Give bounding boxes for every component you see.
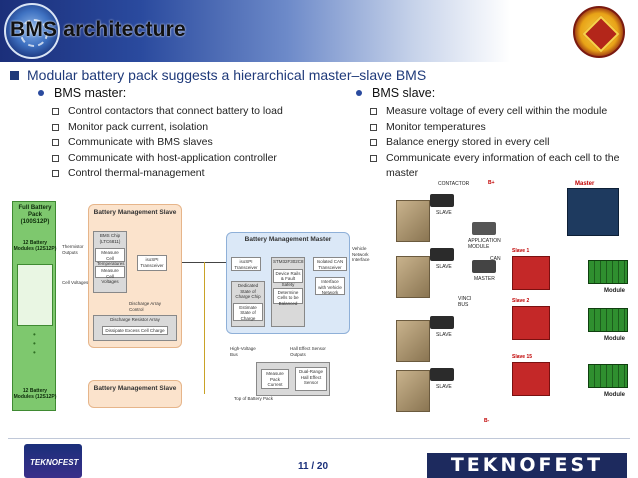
slave-device-image	[430, 194, 454, 207]
slide-title: BMS architecture	[10, 18, 186, 41]
slave-column: BMS slave: Measure voltage of every cell…	[356, 86, 636, 182]
slave-heading: BMS slave:	[356, 86, 636, 100]
slave-board-image	[512, 362, 550, 396]
bms-slave-block: Battery Management Slave BMS Chip (LTC68…	[88, 204, 182, 348]
checkbox-bullet-icon	[370, 108, 377, 115]
slave-board-image	[512, 306, 550, 340]
checkbox-bullet-icon	[370, 154, 377, 162]
bms-block-diagram: Full Battery Pack (100S12P) 12 Battery M…	[8, 196, 370, 436]
battery-module-image	[588, 260, 628, 284]
list-item: Communicate every information of each ce…	[370, 151, 636, 182]
round-bullet-icon	[38, 90, 44, 96]
b-plus-label: B+	[488, 180, 495, 186]
hall-outputs-label: Hall Effect Sensor Outputs	[290, 346, 326, 357]
round-bullet-icon	[356, 90, 362, 96]
microcontroller-block: STM32F302C8 Device Rails & Fault Safety …	[271, 257, 305, 327]
list-item: Measure voltage of every cell within the…	[370, 104, 636, 120]
battery-module-image	[396, 320, 430, 362]
battery-module-image	[588, 364, 628, 388]
checkbox-bullet-icon	[52, 154, 59, 162]
intro-text: Modular battery pack suggests a hierarch…	[27, 67, 427, 83]
isospi-block: isoSPI Transceiver	[137, 255, 167, 271]
module-label-bottom: 12 Battery Modules (12S12P)	[13, 388, 57, 400]
battery-module-image	[396, 256, 430, 298]
bms-slave-block-bottom: Battery Management Slave	[88, 380, 182, 408]
slide-header: BMS architecture	[0, 0, 638, 62]
checkbox-bullet-icon	[52, 123, 59, 131]
thermistor-label: Thermistor Outputs	[62, 244, 84, 255]
checkbox-bullet-icon	[52, 170, 59, 177]
master-list: Control contactors that connect battery …	[38, 104, 358, 182]
pack-label: Full Battery Pack (100S12P)	[18, 205, 52, 225]
slave2-label: Slave 2	[512, 298, 530, 304]
battery-module-top	[17, 264, 53, 326]
connector-line	[204, 262, 205, 394]
top-of-pack-label: Top of Battery Pack	[234, 396, 274, 401]
square-bullet-icon	[10, 70, 19, 80]
slave-device-image	[430, 368, 454, 381]
bms-master-block: Battery Management Master isoSPI Transce…	[226, 232, 350, 334]
battery-module-image	[396, 370, 430, 412]
page-number: 11 / 20	[298, 461, 329, 472]
master-heading: BMS master:	[38, 86, 358, 100]
checkbox-bullet-icon	[370, 123, 377, 131]
b-minus-label: B-	[484, 418, 490, 424]
network-interface-block: Interface with Vehicle Network	[315, 277, 345, 295]
battery-module-image	[588, 308, 628, 332]
slave15-label: Slave 15	[512, 354, 533, 360]
bms-hardware-photo: CONTACTOR B+ Master SLAVE SLAVE SLAVE SL…	[392, 178, 638, 424]
slave-board-image	[512, 256, 550, 290]
circular-emblem-icon	[4, 3, 60, 59]
teknofest-badge-icon: TEKNOFEST	[24, 444, 82, 478]
vehicle-network-label: Vehicle Network Interface	[352, 246, 370, 262]
current-sensor-block: Measure Pack Current Dual-Range Hall Eff…	[256, 362, 330, 396]
list-item: Balance energy stored in every cell	[370, 135, 636, 151]
footer-divider	[8, 438, 630, 439]
checkbox-bullet-icon	[52, 139, 59, 146]
battery-module-image	[396, 200, 430, 242]
list-item: Control contactors that connect battery …	[52, 104, 358, 120]
list-item: Control thermal-management	[52, 166, 358, 182]
application-module-image	[472, 222, 496, 235]
slave-device-image	[430, 316, 454, 329]
battery-pack-block: Full Battery Pack (100S12P) 12 Battery M…	[12, 201, 56, 411]
master-isospi-block: isoSPI Transceiver	[231, 257, 261, 271]
contactor-label: CONTACTOR	[438, 181, 470, 187]
list-item: Monitor temperatures	[370, 120, 636, 136]
slave-list: Measure voltage of every cell within the…	[356, 104, 636, 182]
fire-department-emblem-icon	[573, 6, 625, 58]
master-board-label: Master	[575, 181, 595, 187]
cell-voltages-label: Cell Voltages	[62, 280, 89, 285]
slave-device-image	[430, 248, 454, 261]
checkbox-bullet-icon	[370, 139, 377, 146]
soc-chip-block: Dedicated State of Charge Chip Estimate …	[231, 281, 265, 327]
master-board-image	[567, 188, 619, 236]
discharge-control-label: Discharge Array Control	[129, 301, 162, 312]
discharge-array-block: Discharge Resistor Array Dissipate Exces…	[93, 315, 177, 341]
slave1-label: Slave 1	[512, 248, 530, 254]
bms-chip-block: BMS Chip (LTC6811) Measure Cell Temperat…	[93, 231, 127, 293]
list-item: Communicate with BMS slaves	[52, 135, 358, 151]
module-label-top: 12 Battery Modules (12S12P)	[13, 240, 57, 252]
master-device-image	[472, 260, 496, 273]
isolated-can-block: Isolated CAN Transceiver	[313, 257, 347, 271]
list-item: Monitor pack current, isolation	[52, 120, 358, 136]
ellipsis-icon: •••	[33, 330, 36, 357]
teknofest-logo: TEKNOFEST	[427, 453, 627, 478]
list-item: Communicate with host-application contro…	[52, 151, 358, 167]
master-column: BMS master: Control contactors that conn…	[38, 86, 358, 182]
checkbox-bullet-icon	[52, 108, 59, 115]
intro-bullet: Modular battery pack suggests a hierarch…	[10, 67, 426, 83]
high-voltage-label: High-Voltage Bus	[230, 346, 256, 357]
